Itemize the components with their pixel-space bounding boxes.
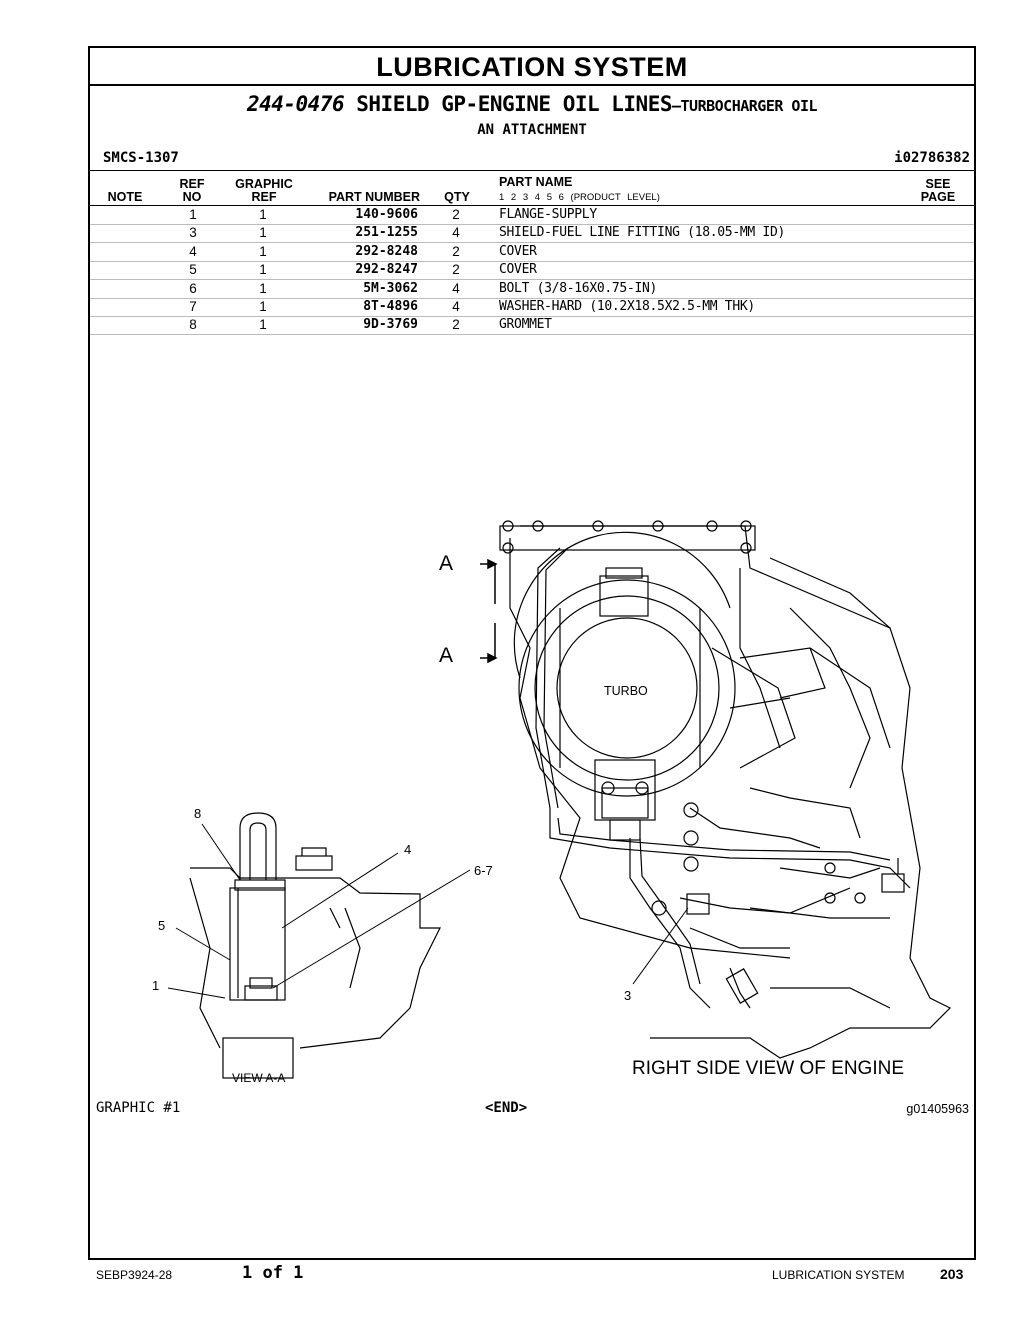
table-row: 6 1 5M-3062 4 BOLT (3/8-16X0.75-IN) bbox=[90, 280, 974, 299]
section-label-a-top: A bbox=[439, 552, 454, 575]
section-label-a-bottom: A bbox=[439, 644, 454, 667]
part-name-cell: BOLT (3/8-16X0.75-IN) bbox=[499, 280, 658, 296]
part-name-cell: GROMMET bbox=[499, 317, 552, 333]
fitting-shield bbox=[651, 802, 905, 1009]
qty-cell: 4 bbox=[452, 225, 460, 241]
callout-leaders bbox=[167, 823, 689, 999]
engine-illustration bbox=[167, 520, 952, 1079]
col-note: NOTE bbox=[107, 190, 143, 204]
graphic-ref-cell: 1 bbox=[259, 280, 267, 296]
view-a-a-label: VIEW A-A bbox=[232, 1071, 286, 1085]
callout-5: 5 bbox=[158, 918, 166, 933]
part-number-cell: 292-8247 bbox=[355, 262, 418, 278]
graphic-ref-cell: 1 bbox=[259, 243, 267, 259]
graphic-ref-cell: 1 bbox=[259, 299, 267, 314]
qty-cell: 4 bbox=[452, 280, 460, 296]
callout-1: 1 bbox=[152, 978, 160, 993]
group-subtitle: AN ATTACHMENT bbox=[477, 122, 587, 138]
footer-page-of: 1 of 1 bbox=[242, 1263, 304, 1283]
table-row: 1 1 140-9606 2 FLANGE-SUPPLY bbox=[90, 206, 974, 225]
smcs-code: SMCS-1307 bbox=[103, 150, 179, 166]
col-part-name: PART NAME bbox=[499, 175, 573, 189]
part-name-cell: FLANGE-SUPPLY bbox=[499, 207, 597, 222]
group-name: SHIELD GP-ENGINE OIL LINES bbox=[344, 92, 672, 116]
qty-cell: 2 bbox=[452, 207, 460, 222]
table-row: 7 1 8T-4896 4 WASHER-HARD (10.2X18.5X2.5-MM … bbox=[90, 298, 974, 317]
qty-cell: 2 bbox=[452, 243, 460, 259]
info-number: i02786382 bbox=[894, 150, 970, 166]
table-row: 5 1 292-8247 2 COVER bbox=[90, 261, 974, 281]
part-number-cell: 140-9606 bbox=[355, 207, 418, 222]
footer-page-number: 203 bbox=[940, 1266, 964, 1282]
page-title: LUBRICATION SYSTEM bbox=[90, 48, 974, 86]
col-qty: QTY bbox=[444, 190, 470, 204]
table-header-divider bbox=[90, 205, 974, 206]
callout-3: 3 bbox=[624, 988, 632, 1003]
ref-no-cell: 7 bbox=[189, 299, 197, 314]
qty-cell: 2 bbox=[452, 262, 460, 278]
group-subname: TURBOCHARGER OIL bbox=[680, 97, 818, 115]
table-row: 3 1 251-1255 4 SHIELD-FUEL LINE FITTING (18.… bbox=[90, 224, 974, 244]
end-marker: <END> bbox=[485, 1100, 528, 1116]
graphic-label: GRAPHIC #1 bbox=[96, 1100, 181, 1116]
callout-8: 8 bbox=[194, 806, 202, 821]
footer-doc-number: SEBP3924-28 bbox=[96, 1268, 173, 1282]
callout-4: 4 bbox=[404, 842, 412, 857]
part-name-cell: COVER bbox=[499, 243, 537, 259]
graphic-ref-cell: 1 bbox=[259, 207, 267, 222]
ref-no-cell: 1 bbox=[189, 207, 197, 222]
col-part-number: PART NUMBER bbox=[328, 190, 420, 204]
qty-cell: 4 bbox=[452, 299, 460, 314]
ref-no-cell: 4 bbox=[189, 243, 197, 259]
ref-no-cell: 5 bbox=[189, 262, 197, 278]
ref-no-cell: 3 bbox=[189, 225, 197, 241]
part-name-cell: SHIELD-FUEL LINE FITTING (18.05-MM ID) bbox=[499, 225, 786, 241]
part-number-cell: 9D-3769 bbox=[363, 317, 418, 333]
part-name-cell: COVER bbox=[499, 262, 537, 278]
turbo-label: TURBO bbox=[604, 684, 648, 698]
ref-no-cell: 8 bbox=[189, 317, 197, 333]
callout-6-7: 6-7 bbox=[474, 863, 493, 878]
part-number-cell: 292-8248 bbox=[355, 243, 418, 259]
footer-section: LUBRICATION SYSTEM bbox=[772, 1268, 905, 1282]
oil-lines bbox=[535, 547, 911, 1009]
right-side-view-label: RIGHT SIDE VIEW OF ENGINE bbox=[632, 1058, 905, 1079]
ref-no-cell: 6 bbox=[189, 280, 197, 296]
part-name-cell: WASHER-HARD (10.2X18.5X2.5-MM THK) bbox=[499, 299, 755, 314]
table-row: 8 1 9D-3769 2 GROMMET bbox=[90, 316, 974, 336]
engine-body bbox=[509, 525, 952, 1059]
part-number-cell: 5M-3062 bbox=[363, 280, 418, 296]
table-row: 4 1 292-8248 2 COVER bbox=[90, 243, 974, 262]
group-part-number: 244-0476 bbox=[246, 92, 345, 116]
graphic-ref-cell: 1 bbox=[259, 317, 267, 333]
group-dash: — bbox=[672, 97, 681, 115]
graphic-id: g01405963 bbox=[906, 1102, 969, 1116]
page-frame: LUBRICATION SYSTEM 244-0476 SHIELD GP-EN… bbox=[88, 46, 976, 1260]
view-a-a-detail bbox=[189, 812, 441, 1079]
turbo-housing bbox=[513, 531, 826, 841]
section-line-a-a bbox=[480, 558, 498, 664]
header-divider bbox=[90, 170, 974, 171]
graphic-ref-cell: 1 bbox=[259, 262, 267, 278]
part-number-cell: 8T-4896 bbox=[363, 299, 418, 314]
qty-cell: 2 bbox=[452, 317, 460, 333]
part-number-cell: 251-1255 bbox=[355, 225, 418, 241]
graphic-ref-cell: 1 bbox=[259, 225, 267, 241]
product-level: 1 2 3 4 5 6 (PRODUCT LEVEL) bbox=[499, 192, 660, 203]
group-title: 244-0476 SHIELD GP-ENGINE OIL LINES—TURB… bbox=[90, 92, 974, 116]
top-flange bbox=[499, 520, 756, 554]
